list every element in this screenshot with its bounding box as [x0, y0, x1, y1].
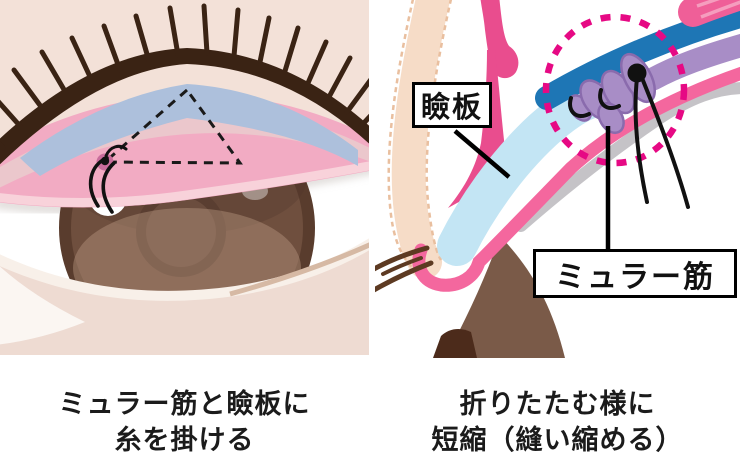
tarsal-border-blue-band — [20, 84, 358, 176]
conjunctiva-layer — [412, 66, 740, 292]
lower-eyelid — [0, 238, 369, 355]
suture-point — [88, 144, 128, 214]
levator-muscle — [678, 0, 740, 27]
suture-thread — [101, 161, 116, 214]
caption-line: ミュラー筋と瞼板に — [58, 389, 311, 419]
caption-line: 折りたたむ様に — [459, 389, 656, 419]
eyeball-cross-section — [433, 236, 565, 358]
skin-dashed-edge — [425, 0, 453, 261]
suture-thread — [633, 76, 649, 204]
caption-line: 短縮（縫い縮める） — [431, 425, 684, 455]
suture-thread — [88, 156, 109, 208]
dotted-highlight-circle — [542, 13, 688, 167]
levator-aponeurosis — [535, 3, 740, 110]
left-panel-caption: ミュラー筋と瞼板に 糸を掛ける — [0, 386, 369, 458]
dashed-resection-triangle — [101, 87, 243, 165]
suture-thread — [640, 76, 690, 209]
right-panel-caption: 折りたたむ様に 短縮（縫い縮める） — [375, 386, 740, 458]
eye-front-view-illustration — [0, 0, 369, 355]
lid-edge-highlight — [0, 161, 369, 208]
cross-section-eyelashes — [375, 245, 434, 293]
suture-knot — [627, 63, 647, 83]
suture-stitches — [568, 76, 690, 209]
muller-muscle-label: ミュラー筋 — [533, 249, 737, 298]
upper-eyelashes — [0, 3, 369, 151]
eyelid-cross-section-illustration — [375, 0, 740, 358]
caption-line: 糸を掛ける — [114, 425, 255, 455]
inner-gray-layer — [515, 82, 740, 232]
skin-dashed-edge — [387, 0, 422, 276]
tarsal-plate-pointer-line — [453, 129, 511, 179]
tarsal-plate-label: 瞼板 — [412, 82, 492, 128]
